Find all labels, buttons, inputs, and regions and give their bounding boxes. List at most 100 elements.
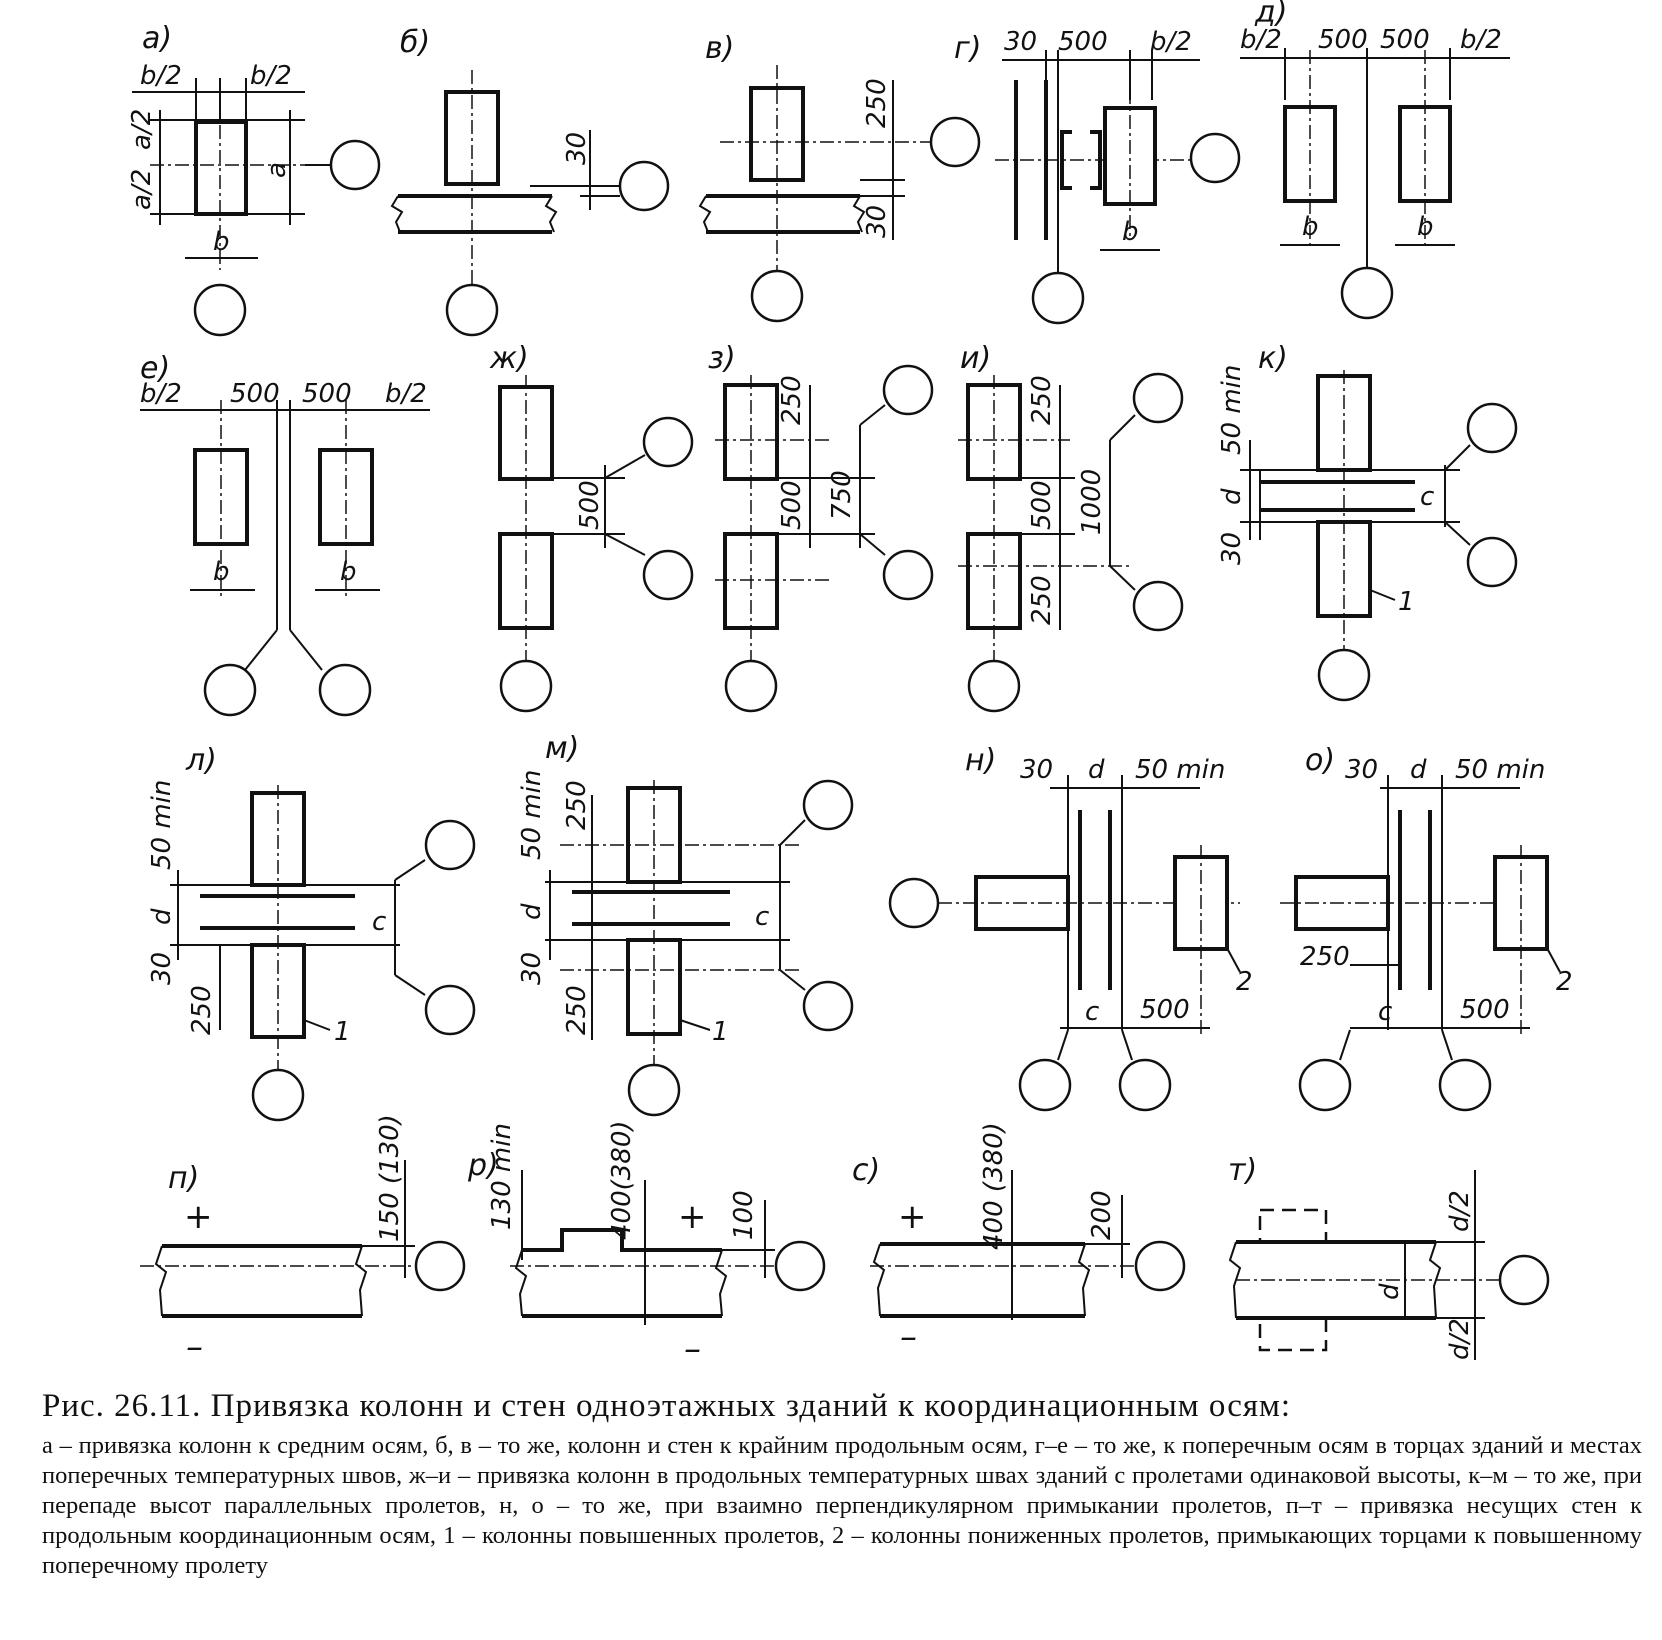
axis-marker — [424, 819, 476, 871]
minus-sign: – — [684, 1329, 701, 1369]
axis-marker — [888, 877, 940, 929]
caption-body: а – привязка колонн к средним осям, б, в… — [42, 1432, 1642, 1579]
dim-400-380: 400 (380) — [979, 1122, 1009, 1250]
dim-b2-right: b/2 — [385, 379, 427, 409]
dim-d: d — [1217, 488, 1247, 505]
axis-marker — [802, 779, 854, 831]
axis-marker — [1118, 1058, 1172, 1112]
dim-250-top: 250 — [1027, 375, 1057, 425]
dim-130min: 130 min — [487, 1123, 517, 1230]
axis-marker — [1018, 1058, 1072, 1112]
panel-g: г) 30 500 b/2 b — [954, 27, 1241, 325]
dim-30: 30 — [862, 205, 892, 238]
axis-marker — [251, 1068, 305, 1122]
axis-marker — [1317, 648, 1371, 702]
axis-marker — [642, 416, 694, 468]
dim-d: d — [517, 903, 547, 920]
plus-sign: + — [898, 1197, 927, 1237]
dim-c: c — [1378, 997, 1392, 1027]
dim-50min: 50 min — [1455, 755, 1545, 785]
panel-label: п) — [168, 1161, 199, 1196]
panel-p: п) + – 150 (130) — [140, 1114, 466, 1367]
axis-marker — [627, 1063, 681, 1117]
axis-marker — [882, 364, 934, 416]
dim-a: a — [262, 162, 292, 178]
dim-30: 30 — [1217, 532, 1247, 565]
dim-30: 30 — [147, 952, 177, 985]
panel-s: с) + – 400 (380) 200 — [852, 1122, 1186, 1357]
dim-500: 500 — [575, 480, 605, 530]
dim-30: 30 — [1004, 27, 1037, 57]
column — [194, 120, 248, 216]
pilaster-top — [1258, 1208, 1328, 1244]
dim-200: 200 — [1087, 1190, 1117, 1240]
axis-marker — [882, 549, 934, 601]
panel-label: ж) — [489, 341, 529, 376]
axis-marker — [967, 659, 1021, 713]
panel-e: е) b/2 500 500 b/2 b b — [140, 351, 430, 717]
minus-sign: – — [186, 1327, 203, 1367]
panel-label: з) — [708, 341, 736, 376]
dim-250: 250 — [187, 985, 217, 1035]
dim-500: 500 — [1460, 995, 1510, 1025]
panel-t: т) d d/2 d/2 — [1228, 1153, 1550, 1360]
pilaster-bottom — [1258, 1316, 1328, 1352]
dim-c: c — [1085, 997, 1099, 1027]
dim-b: b — [213, 227, 230, 257]
panel-m: м) 50 min 250 d 30 250 c 1 — [517, 731, 854, 1117]
dim-250: 250 — [1300, 942, 1350, 972]
panel-k: к) 50 min d 30 c 1 — [1217, 341, 1518, 702]
dim-400-380: 400(380) — [607, 1120, 637, 1240]
dim-30: 30 — [517, 952, 547, 985]
axis-marker — [774, 1240, 826, 1292]
dim-250: 250 — [777, 375, 807, 425]
axis-marker — [203, 663, 257, 717]
panel-label: л) — [185, 743, 217, 778]
panel-r: р) 130 min 400(380) + – 100 — [467, 1120, 826, 1369]
minus-sign: – — [900, 1317, 917, 1357]
dim-b-right: b — [340, 557, 357, 587]
panel-label: б) — [400, 25, 430, 60]
dim-150-130: 150 (130) — [375, 1114, 405, 1242]
panel-b: б) 30 — [390, 25, 670, 337]
axis-marker — [1466, 402, 1518, 454]
panel-o: о) 30 d 50 min 250 c 500 2 — [1280, 743, 1573, 1112]
dim-a2-bottom: a/2 — [127, 169, 157, 210]
panel-label: г) — [954, 31, 981, 66]
dim-d2-bottom: d/2 — [1445, 1318, 1475, 1360]
panel-label: в) — [705, 31, 734, 66]
dim-500-left: 500 — [230, 379, 280, 409]
plus-sign: + — [678, 1197, 707, 1237]
dim-b2-left: b/2 — [1240, 25, 1282, 55]
axis-marker — [802, 980, 854, 1032]
axis-marker — [193, 283, 247, 337]
axis-marker — [618, 160, 670, 212]
dim-d2-top: d/2 — [1445, 1190, 1475, 1232]
axis-marker — [750, 269, 804, 323]
axis-marker — [1498, 1254, 1550, 1306]
dim-c: c — [755, 902, 769, 932]
dim-500: 500 — [1058, 27, 1108, 57]
dim-b-right: b — [1417, 212, 1434, 242]
dim-b2-right: b/2 — [1460, 25, 1502, 55]
dim-d: d — [147, 908, 177, 925]
panel-label: к) — [1258, 341, 1288, 376]
dim-30: 30 — [1020, 755, 1053, 785]
dim-500: 500 — [1027, 480, 1057, 530]
dim-b-left: b — [1302, 212, 1319, 242]
dim-b: b — [1122, 217, 1139, 247]
dim-30: 30 — [1345, 755, 1378, 785]
axis-marker — [929, 116, 981, 168]
dim-b2: b/2 — [1150, 27, 1192, 57]
panel-d: д) b/2 500 500 b/2 b b — [1240, 0, 1510, 320]
panel-label: о) — [1305, 743, 1335, 778]
panel-a: а) b/2 b/2 a/2 a/2 a b — [127, 21, 381, 337]
dim-50min: 50 min — [1217, 365, 1247, 455]
dim-50min: 50 min — [517, 770, 547, 860]
axis-marker — [318, 663, 372, 717]
note-1: 1 — [334, 1017, 351, 1047]
dim-a2-top: a/2 — [127, 109, 157, 150]
dim-750: 750 — [827, 470, 857, 520]
dim-50min: 50 min — [147, 780, 177, 870]
axis-marker — [1132, 372, 1184, 424]
